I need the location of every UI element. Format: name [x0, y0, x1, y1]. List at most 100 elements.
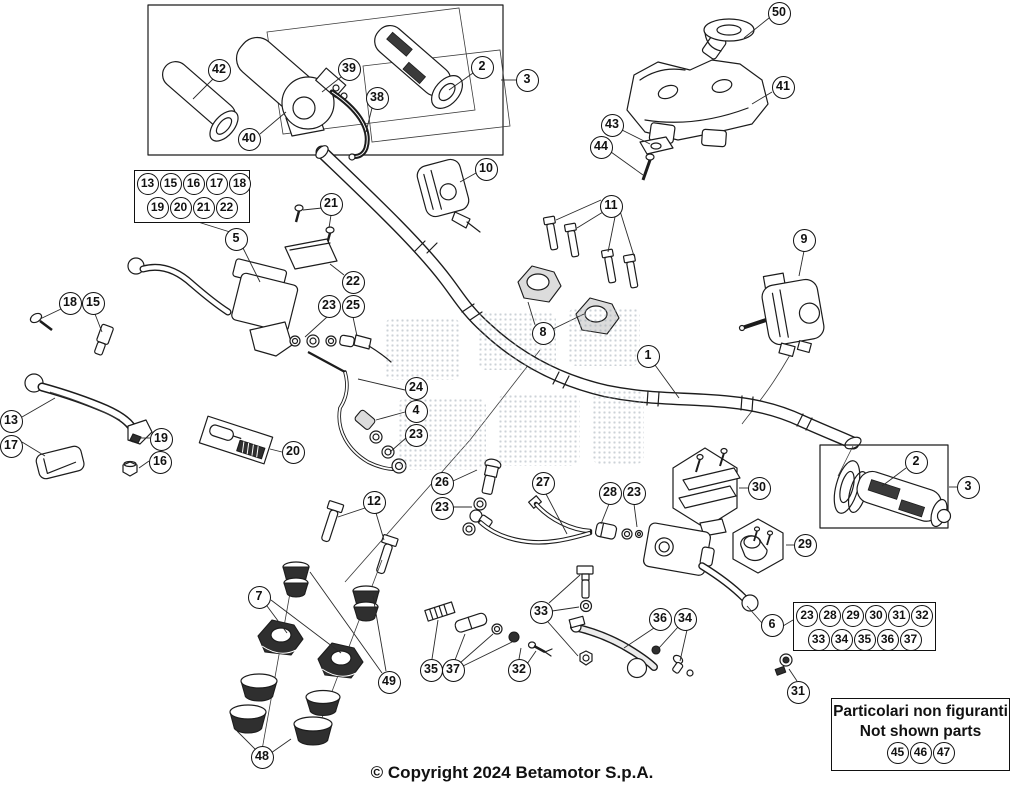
legend-callout-29: 29 — [842, 605, 864, 627]
clutch-cable-drawing — [337, 370, 407, 474]
callout-50: 50 — [767, 1, 791, 25]
watermark — [592, 390, 644, 464]
callout-18: 18 — [58, 291, 82, 315]
banjo-bolt-drawing — [462, 458, 593, 545]
callout-38: 38 — [365, 86, 389, 110]
callout-9: 9 — [792, 228, 816, 252]
callout-23: 23 — [430, 496, 454, 520]
callout-23: 23 — [622, 481, 646, 505]
copyright-text: © Copyright 2024 Betamotor S.p.A. — [370, 763, 654, 782]
handguard-bolts-drawing — [321, 500, 399, 575]
callout-12: 12 — [362, 490, 386, 514]
callout-10: 10 — [474, 157, 498, 181]
throttle-grip-box-drawing — [147, 4, 511, 161]
callout-33: 33 — [529, 600, 553, 624]
callout-8: 8 — [531, 321, 555, 345]
legend-callout-13: 13 — [136, 173, 159, 195]
clamp-kit-drawing — [732, 518, 784, 574]
callout-23: 23 — [404, 423, 428, 447]
callout-21: 21 — [319, 192, 343, 216]
callout-5: 5 — [224, 227, 248, 251]
legend-callout-33: 33 — [807, 629, 830, 651]
kill-switch-drawing — [738, 272, 825, 425]
callout-4: 4 — [404, 399, 428, 423]
legend-callout-36: 36 — [876, 629, 899, 651]
clutch-master-cylinder-drawing — [127, 204, 392, 373]
callout-34: 34 — [673, 607, 697, 631]
callout-3: 3 — [515, 68, 539, 92]
callout-15: 15 — [81, 291, 105, 315]
bar-pad-drawing — [626, 59, 769, 148]
callout-41: 41 — [771, 75, 795, 99]
callout-23: 23 — [317, 294, 341, 318]
map-switch-drawing — [416, 158, 470, 218]
pad-bracket-drawing — [639, 136, 674, 181]
brake-lever-drawing — [568, 615, 694, 679]
callout-2: 2 — [904, 450, 928, 474]
watermark — [385, 318, 460, 380]
not-shown-parts-box: Particolari non figuranti Not shown part… — [831, 698, 1010, 771]
callout-48: 48 — [250, 745, 274, 769]
callout-37: 37 — [441, 658, 465, 682]
legend-callout-45: 45 — [886, 742, 909, 764]
callout-49: 49 — [377, 670, 401, 694]
legend-callout-28: 28 — [819, 605, 841, 627]
callout-27: 27 — [531, 471, 555, 495]
callout-32: 32 — [507, 658, 531, 682]
legend-callout-17: 17 — [205, 173, 228, 195]
callout-25: 25 — [341, 294, 365, 318]
legend-callout-32: 32 — [911, 605, 933, 627]
callout-31: 31 — [786, 680, 810, 704]
callout-13: 13 — [0, 409, 23, 433]
callout-44: 44 — [589, 135, 613, 159]
not-shown-title-en: Not shown parts — [859, 723, 982, 740]
right-grip-box-drawing — [819, 444, 952, 529]
legend-callout-22: 22 — [215, 197, 238, 219]
callout-30: 30 — [747, 476, 771, 500]
not-shown-title-it: Particolari non figuranti — [833, 703, 1008, 720]
callout-26: 26 — [430, 471, 454, 495]
callout-36: 36 — [648, 607, 672, 631]
cable-adjuster-drawing — [424, 601, 553, 657]
callout-6: 6 — [760, 613, 784, 637]
callout-29: 29 — [793, 533, 817, 557]
bar-pad-kit-drawing — [672, 447, 741, 529]
legend-callout-21: 21 — [192, 197, 215, 219]
legend-callout-37: 37 — [899, 629, 922, 651]
callout-22: 22 — [341, 270, 365, 294]
legend-callout-15: 15 — [159, 173, 182, 195]
callout-7: 7 — [247, 585, 271, 609]
callout-28: 28 — [598, 481, 622, 505]
legend-callout-16: 16 — [182, 173, 205, 195]
clutch-lever-kit-drawing — [24, 312, 274, 480]
legend-callout-35: 35 — [853, 629, 876, 651]
pad-cap-drawing — [701, 18, 755, 60]
legend-callout-30: 30 — [865, 605, 887, 627]
callout-24: 24 — [404, 376, 428, 400]
callout-11: 11 — [599, 194, 623, 218]
legend-callout-47: 47 — [932, 742, 955, 764]
handlebar-drawing — [315, 145, 862, 450]
callout-43: 43 — [600, 113, 624, 137]
callout-42: 42 — [207, 58, 231, 82]
callout-40: 40 — [237, 127, 261, 151]
legend-callout-18: 18 — [228, 173, 251, 195]
legend-callout-46: 46 — [909, 742, 932, 764]
callout-20: 20 — [281, 440, 305, 464]
lever-bolt-drawing — [576, 565, 594, 666]
callout-35: 35 — [419, 658, 443, 682]
callout-1: 1 — [636, 344, 660, 368]
watermark — [568, 308, 640, 366]
grommet-drawing — [774, 653, 793, 676]
callout-3: 3 — [956, 475, 980, 499]
front-brake-master-drawing — [527, 495, 759, 612]
